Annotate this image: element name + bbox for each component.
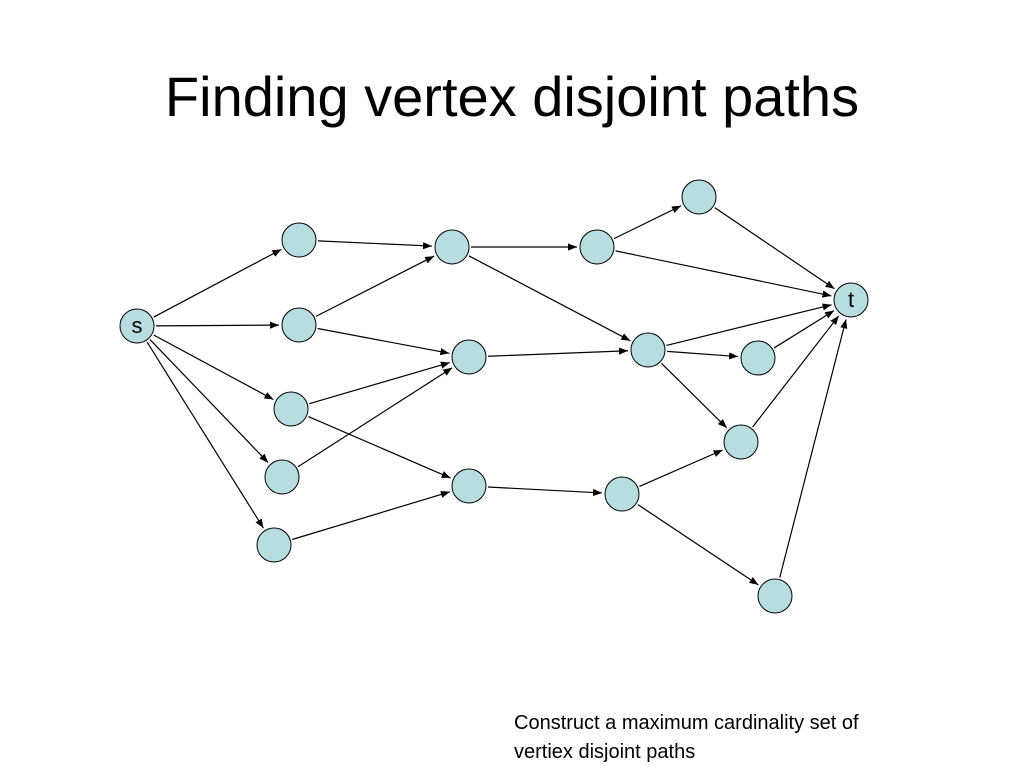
edge-a1-b1 [317, 240, 433, 250]
slide-caption: Construct a maximum cardinality set of v… [514, 709, 994, 767]
node-b2 [451, 339, 487, 375]
node-d4 [757, 578, 793, 614]
edge-b1-c2 [468, 255, 631, 342]
node-circle-a1 [281, 222, 317, 258]
edge-c3-d3 [639, 449, 723, 487]
edge-b3-c3 [487, 486, 603, 497]
node-a4 [264, 459, 300, 495]
node-circle-d4 [757, 578, 793, 614]
node-d1 [681, 179, 717, 215]
node-d2 [740, 340, 776, 376]
node-layer: st [119, 179, 869, 614]
edge-s-a4 [149, 339, 269, 463]
node-s: s [119, 308, 155, 344]
edge-a4-b2 [297, 367, 453, 468]
edge-a2-b1 [315, 255, 435, 317]
edge-a2-b2 [317, 327, 450, 356]
edge-d2-t [773, 310, 835, 349]
edge-c2-t [666, 303, 832, 347]
edge-s-a1 [153, 248, 282, 318]
slide-title: Finding vertex disjoint paths [164, 65, 860, 128]
edge-d4-t [779, 319, 848, 578]
edge-c1-t [615, 250, 832, 298]
node-circle-c2 [630, 332, 666, 368]
caption-line-2: vertiex disjoint paths [514, 741, 696, 763]
node-c2 [630, 332, 666, 368]
node-d3 [723, 424, 759, 460]
node-label-t: t [848, 287, 854, 312]
edge-b2-c2 [487, 347, 629, 357]
edge-a5-b3 [292, 490, 451, 541]
node-a3 [273, 391, 309, 427]
caption-line-1: Construct a maximum cardinality set of [514, 712, 859, 734]
node-circle-d3 [723, 424, 759, 460]
node-circle-a2 [281, 307, 317, 343]
node-circle-b1 [434, 229, 470, 265]
node-circle-b2 [451, 339, 487, 375]
edge-s-a3 [153, 334, 274, 401]
node-circle-d1 [681, 179, 717, 215]
node-c1 [579, 229, 615, 265]
edge-a3-b3 [308, 415, 451, 479]
edge-d1-t [714, 207, 835, 290]
edge-s-a2 [155, 321, 280, 329]
node-a1 [281, 222, 317, 258]
node-circle-b3 [451, 468, 487, 504]
edge-layer [146, 205, 848, 586]
node-circle-a5 [256, 527, 292, 563]
node-label-s: s [132, 313, 143, 338]
edge-a3-b2 [309, 361, 450, 405]
edge-d3-t [752, 315, 840, 428]
node-a5 [256, 527, 292, 563]
node-b1 [434, 229, 470, 265]
edge-c3-d4 [637, 504, 759, 586]
node-a2 [281, 307, 317, 343]
edge-c2-d2 [666, 350, 739, 360]
node-circle-s [119, 308, 155, 344]
node-t: t [833, 282, 869, 318]
node-circle-t [833, 282, 869, 318]
node-b3 [451, 468, 487, 504]
node-circle-a4 [264, 459, 300, 495]
edge-s-a5 [146, 341, 264, 529]
node-circle-d2 [740, 340, 776, 376]
node-c3 [604, 476, 640, 512]
edge-c2-d3 [661, 362, 728, 429]
node-circle-c3 [604, 476, 640, 512]
node-circle-a3 [273, 391, 309, 427]
edge-c1-d1 [613, 205, 682, 240]
node-circle-c1 [579, 229, 615, 265]
